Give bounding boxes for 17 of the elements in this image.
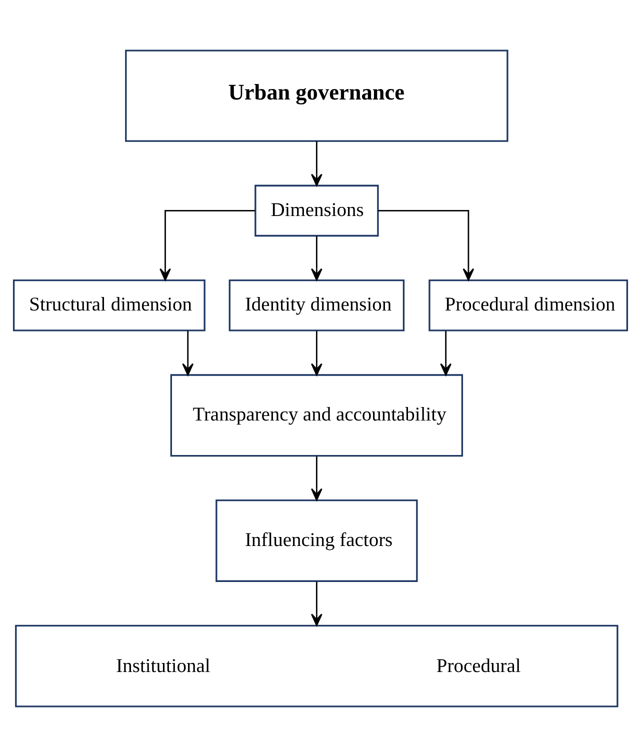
node-box: Institutional Procedural xyxy=(15,624,618,707)
node-box: Dimensions xyxy=(254,184,379,236)
arrow xyxy=(378,210,474,280)
arrow xyxy=(310,140,322,186)
node-box: Identity dimension xyxy=(228,279,405,331)
arrow xyxy=(182,330,194,376)
node-box: Transparency and accountability xyxy=(170,374,464,456)
arrow xyxy=(310,330,322,376)
node-box: Influencing factors xyxy=(216,499,418,582)
node-box: Procedural dimension xyxy=(428,279,628,331)
node-box: Urban governance xyxy=(125,49,508,142)
arrow xyxy=(310,456,322,500)
arrow xyxy=(440,330,452,376)
arrow xyxy=(160,210,256,280)
arrow xyxy=(310,236,322,280)
arrow xyxy=(310,581,322,626)
node-box: Structural dimension xyxy=(12,279,206,331)
